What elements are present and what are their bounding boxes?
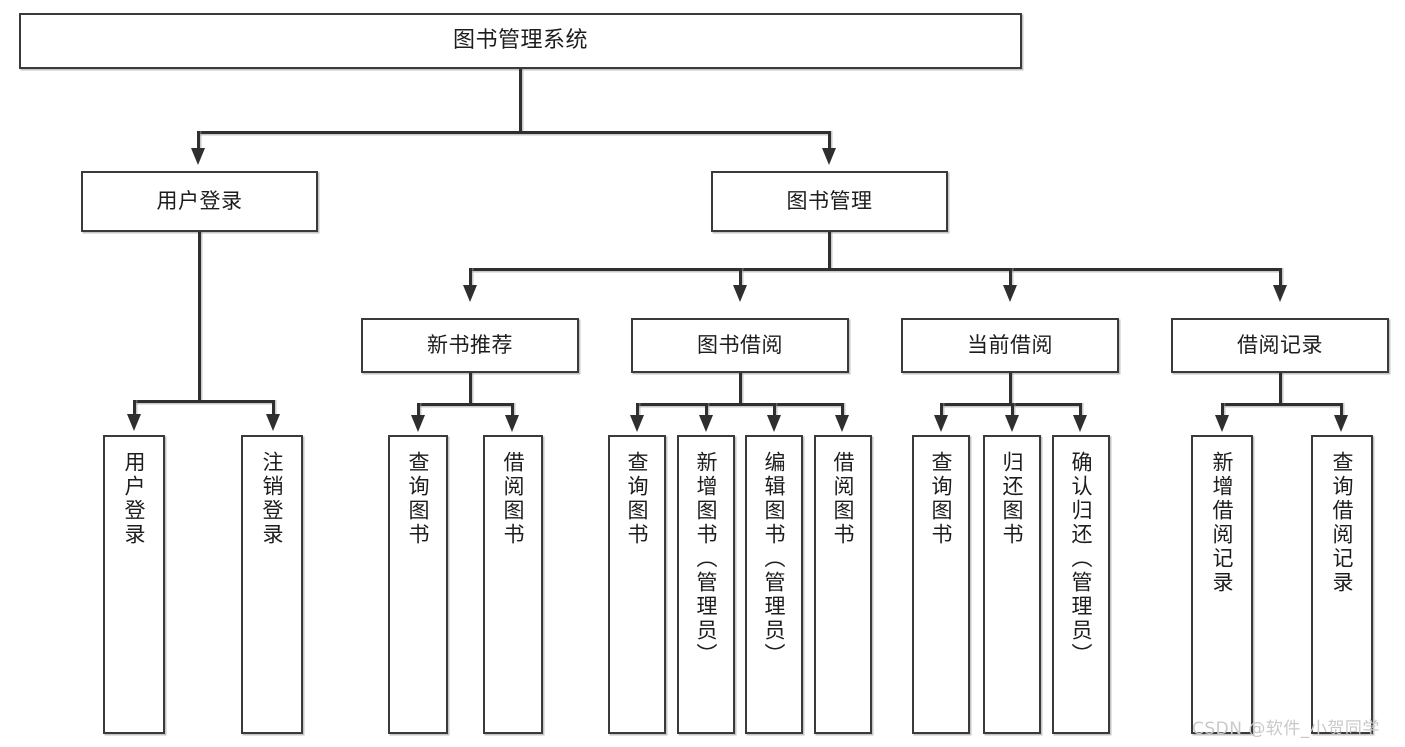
- connector-recommend-drop-1: [417, 403, 420, 416]
- node-label: 新书推荐: [427, 332, 513, 357]
- connector-current-drop-3: [1079, 403, 1082, 416]
- node-leaf-query-book-1[interactable]: 查询图书: [388, 435, 448, 734]
- connector-level3-drop-4: [1279, 268, 1282, 286]
- node-user-login[interactable]: 用户登录: [81, 171, 318, 232]
- node-leaf-edit-book[interactable]: 编辑图书（管理员）: [745, 435, 803, 734]
- node-leaf-user-login[interactable]: 用户登录: [103, 435, 165, 734]
- node-leaf-add-record[interactable]: 新增借阅记录: [1191, 435, 1253, 734]
- connector-borrow-stem: [739, 373, 742, 405]
- connector-current-drop-2: [1011, 403, 1014, 416]
- arrowhead-leaf-add-book: [699, 415, 713, 432]
- node-label: 查询图书: [406, 451, 431, 547]
- arrowhead-leaf-user-login: [127, 414, 141, 431]
- arrowhead-new-book-recommend: [463, 285, 477, 302]
- connector-record-drop-1: [1221, 403, 1224, 416]
- node-leaf-logout[interactable]: 注销登录: [241, 435, 303, 734]
- node-label: 归还图书: [1000, 451, 1025, 547]
- connector-root-stem: [519, 69, 522, 133]
- connector-borrow-drop-4: [841, 403, 844, 416]
- connector-book-manage-stem: [828, 232, 831, 270]
- arrowhead-leaf-query-book-2: [630, 415, 644, 432]
- connector-current-bus: [940, 403, 1081, 406]
- connector-level3-drop-3: [1009, 268, 1012, 286]
- node-borrow-record[interactable]: 借阅记录: [1171, 318, 1389, 373]
- connector-user-login-drop-1: [133, 400, 136, 416]
- arrowhead-book-borrow: [733, 285, 747, 302]
- node-label: 新增借阅记录: [1210, 451, 1235, 595]
- arrowhead-leaf-query-book-3: [934, 415, 948, 432]
- node-label: 确认归还（管理员）: [1069, 451, 1094, 667]
- node-label: 查询图书: [929, 451, 954, 547]
- node-root-book-management-system[interactable]: 图书管理系统: [19, 13, 1022, 69]
- connector-recommend-stem: [469, 373, 472, 405]
- connector-level3-bus: [469, 268, 1281, 271]
- connector-user-login-bus: [133, 400, 275, 403]
- node-new-book-recommend[interactable]: 新书推荐: [361, 318, 579, 373]
- arrowhead-leaf-borrow-book-2: [835, 415, 849, 432]
- node-leaf-query-record[interactable]: 查询借阅记录: [1311, 435, 1373, 734]
- node-label: 借阅图书: [831, 451, 856, 547]
- connector-level2-bus: [197, 131, 830, 134]
- connector-level3-drop-1: [469, 268, 472, 286]
- arrowhead-leaf-edit-book: [767, 415, 781, 432]
- connector-recommend-drop-2: [511, 403, 514, 416]
- connector-current-stem: [1009, 373, 1012, 405]
- arrowhead-leaf-query-book-1: [411, 415, 425, 432]
- arrowhead-leaf-logout: [266, 414, 280, 431]
- node-label: 图书借阅: [697, 332, 783, 357]
- arrowhead-book-manage: [822, 148, 836, 165]
- connector-record-stem: [1279, 373, 1282, 405]
- arrowhead-leaf-query-record: [1334, 415, 1348, 432]
- node-label: 用户登录: [156, 188, 243, 213]
- node-label: 用户登录: [122, 451, 147, 547]
- connector-level3-drop-2: [739, 268, 742, 286]
- node-label: 图书管理: [786, 188, 873, 213]
- connector-current-drop-1: [940, 403, 943, 416]
- connector-level2-drop-right: [828, 131, 831, 150]
- arrowhead-borrow-record: [1273, 285, 1287, 302]
- node-leaf-confirm-return[interactable]: 确认归还（管理员）: [1052, 435, 1110, 734]
- node-leaf-query-book-3[interactable]: 查询图书: [912, 435, 970, 734]
- connector-borrow-drop-3: [773, 403, 776, 416]
- connector-borrow-bus: [636, 403, 843, 406]
- arrowhead-current-borrow: [1003, 285, 1017, 302]
- node-leaf-query-book-2[interactable]: 查询图书: [608, 435, 666, 734]
- connector-recommend-bus: [417, 403, 513, 406]
- node-label: 编辑图书（管理员）: [762, 451, 787, 667]
- node-label: 新增图书（管理员）: [694, 451, 719, 667]
- node-leaf-borrow-book-2[interactable]: 借阅图书: [814, 435, 872, 734]
- connector-record-bus: [1221, 403, 1342, 406]
- connector-level2-drop-left: [197, 131, 200, 150]
- node-label: 借阅图书: [501, 451, 526, 547]
- node-leaf-return-book[interactable]: 归还图书: [983, 435, 1041, 734]
- node-label: 查询图书: [625, 451, 650, 547]
- connector-user-login-drop-2: [272, 400, 275, 416]
- arrowhead-leaf-return-book: [1005, 415, 1019, 432]
- node-book-borrow[interactable]: 图书借阅: [631, 318, 849, 373]
- arrowhead-user-login: [191, 148, 205, 165]
- arrowhead-leaf-add-record: [1215, 415, 1229, 432]
- arrowhead-leaf-borrow-book-1: [505, 415, 519, 432]
- connector-borrow-drop-1: [636, 403, 639, 416]
- node-label: 图书管理系统: [452, 27, 588, 53]
- node-label: 当前借阅: [967, 332, 1053, 357]
- connector-user-login-stem: [198, 232, 201, 402]
- node-book-management[interactable]: 图书管理: [711, 171, 948, 232]
- node-leaf-borrow-book-1[interactable]: 借阅图书: [483, 435, 543, 734]
- arrowhead-leaf-confirm-return: [1073, 415, 1087, 432]
- node-current-borrow[interactable]: 当前借阅: [901, 318, 1119, 373]
- watermark-text: CSDN @软件_小贺同学: [1192, 719, 1380, 739]
- node-label: 注销登录: [260, 451, 285, 547]
- connector-record-drop-2: [1340, 403, 1343, 416]
- node-label: 借阅记录: [1237, 332, 1323, 357]
- node-label: 查询借阅记录: [1330, 451, 1355, 595]
- connector-borrow-drop-2: [705, 403, 708, 416]
- node-leaf-add-book[interactable]: 新增图书（管理员）: [677, 435, 735, 734]
